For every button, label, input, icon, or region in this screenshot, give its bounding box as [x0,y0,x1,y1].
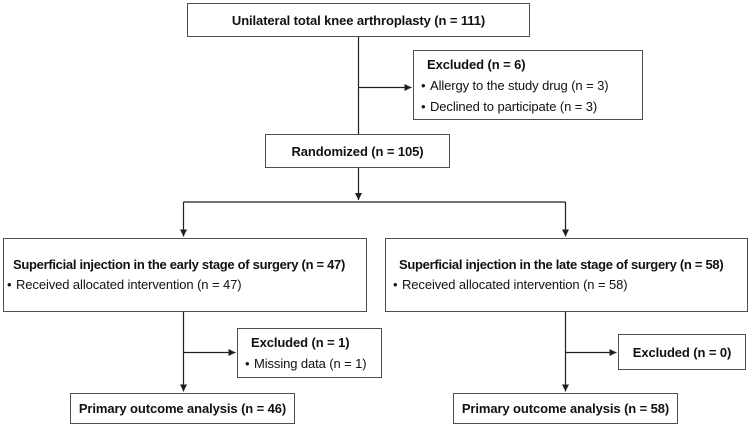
excluded-enrollment-box: Excluded (n = 6) Allergy to the study dr… [413,50,643,120]
randomized-label: Randomized (n = 105) [291,143,424,159]
outcome-early-label: Primary outcome analysis (n = 46) [78,401,287,416]
outcome-early-box: Primary outcome analysis (n = 46) [70,393,295,424]
excluded-early-box: Excluded (n = 1) Missing data (n = 1) [237,328,382,378]
excluded-enrollment-title: Excluded (n = 6) [427,56,526,72]
arm-late-box: Superficial injection in the late stage … [385,238,748,312]
arm-early-detail: Received allocated intervention (n = 47) [7,275,360,295]
excluded-enrollment-reason: Allergy to the study drug (n = 3) [421,75,634,96]
excluded-late-box: Excluded (n = 0) [618,334,746,370]
enrollment-label: Unilateral total knee arthroplasty (n = … [231,12,486,28]
excluded-late-title: Excluded (n = 0) [632,344,732,360]
excluded-early-title: Excluded (n = 1) [251,335,350,350]
outcome-late-box: Primary outcome analysis (n = 58) [453,393,678,424]
randomized-box: Randomized (n = 105) [265,134,450,168]
enrollment-box: Unilateral total knee arthroplasty (n = … [187,3,530,37]
arm-late-detail: Received allocated intervention (n = 58) [393,275,741,295]
outcome-late-label: Primary outcome analysis (n = 58) [461,401,670,416]
arm-early-title: Superficial injection in the early stage… [13,257,346,272]
excluded-enrollment-reason: Declined to participate (n = 3) [421,96,634,117]
arm-late-title: Superficial injection in the late stage … [399,257,724,272]
arm-early-box: Superficial injection in the early stage… [3,238,367,312]
excluded-early-reason: Missing data (n = 1) [245,353,377,374]
